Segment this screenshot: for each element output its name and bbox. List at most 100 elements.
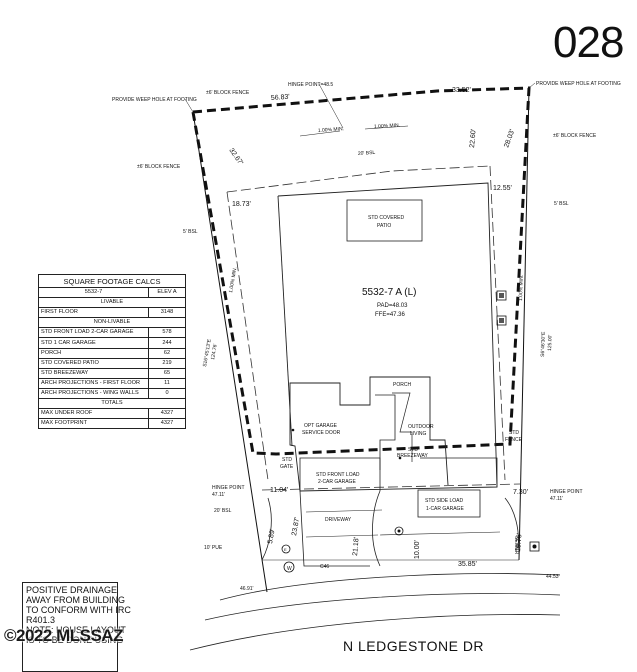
table-row: MAX UNDER ROOF 4327	[38, 408, 186, 420]
weep-label-right: PROVIDE WEEP HOLE AT FOOTING	[536, 81, 621, 87]
block-fence-label-right: ±6' BLOCK FENCE	[553, 133, 597, 139]
dim-top-left: 56.83'	[271, 94, 290, 102]
right-setback-line	[489, 165, 506, 481]
street-name: N LEDGESTONE DR	[343, 638, 485, 654]
dim-left-small: 5.89'	[267, 528, 276, 544]
corner-left-label: 46.91'	[240, 586, 254, 592]
bearing-left-1: S16°45'13"E	[202, 338, 213, 367]
sqft-title: SQUARE FOOTAGE CALCS	[38, 274, 186, 288]
sqft-nonlivable-header: NON-LIVABLE	[38, 317, 186, 329]
table-row: FIRST FLOOR 3148	[38, 307, 186, 319]
lot-line-left	[192, 111, 268, 593]
dim-drive-3: 10.00'	[414, 540, 421, 559]
breezeway-label-2: BREEZEWAY	[397, 453, 429, 459]
sqft-livable-header: LIVABLE	[38, 297, 186, 309]
water-meter-label: W	[287, 566, 292, 572]
dim-drive-4: 35.85'	[458, 561, 477, 568]
water-meter-icon	[283, 561, 295, 573]
curve-label: C46	[320, 564, 329, 570]
front-bsl-label: 20' BSL	[214, 508, 232, 514]
rear-bsl-label: 20' BSL	[358, 150, 376, 157]
table-row: STD BREEZEWAY 65	[38, 367, 186, 379]
lot-line-right	[518, 87, 530, 561]
side-garage-label-2: 1-CAR GARAGE	[426, 506, 464, 512]
block-fence-label-tl: ±6' BLOCK FENCE	[206, 90, 250, 96]
hinge-left-label-2: 47.11'	[212, 492, 225, 498]
table-row: ARCH PROJECTIONS - WING WALLS 0	[38, 387, 186, 400]
driveway-label: DRIVEWAY	[325, 517, 352, 523]
outdoor-label-2: LIVING	[410, 431, 427, 437]
slope-label-1: 1.00% MIN.	[318, 126, 344, 134]
dim-drive-1: 23.87'	[291, 517, 301, 537]
slope-label-2: 1.00% MIN.	[374, 123, 400, 130]
table-row: STD FRONT LOAD 2-CAR GARAGE 578	[38, 327, 186, 339]
front-garage-label-2: 2-CAR GARAGE	[318, 479, 356, 485]
dim-front-left: 11.04'	[270, 487, 288, 494]
left-setback-line	[226, 191, 269, 481]
dim-diag-right-b: 28.03'	[503, 129, 516, 149]
ac-pad-icon-2	[496, 315, 507, 326]
sqft-plan-col: 5532-7	[38, 286, 149, 299]
elec-meter-icon	[281, 544, 291, 554]
opt-door-label-2: SERVICE DOOR	[302, 430, 341, 436]
table-row: STD COVERED PATIO 219	[38, 357, 186, 369]
front-setback-line	[261, 483, 521, 491]
porch-label: PORCH	[393, 382, 411, 388]
patio-label-1: STD COVERED	[368, 215, 405, 221]
dim-top-right: 33.52'	[452, 87, 471, 94]
ac-pad-icon	[496, 290, 507, 301]
sqft-totals-header: TOTALS	[38, 398, 186, 410]
pue-label: 10' PUE	[204, 545, 223, 551]
table-row: PORCH 62	[38, 347, 186, 359]
sqft-elev-col: ELEV A	[148, 286, 186, 299]
dim-front-right: 7.30'	[513, 489, 528, 496]
bearing-right-1: S6°46'30"E	[540, 331, 547, 357]
dim-rear-left: 18.73'	[232, 201, 251, 208]
front-garage-label-1: STD FRONT LOAD	[316, 472, 360, 478]
table-row: MAX FOOTPRINT 4327	[38, 418, 186, 430]
side-bsl-left-label: 5' BSL	[183, 229, 198, 235]
block-fence-label-left: ±6' BLOCK FENCE	[137, 164, 181, 170]
std-fence-label-2: FENCE	[505, 437, 523, 443]
plan-ffe: FFE=47.36	[375, 312, 406, 318]
bearing-left-2: 124.76'	[210, 343, 219, 360]
plan-pad: PAD=48.03	[377, 303, 408, 309]
dim-front-small: 19.76'	[515, 533, 524, 552]
side-bsl-right-label: 5' BSL	[554, 201, 569, 207]
dim-diag-left: 32.67'	[227, 147, 244, 166]
side-garage-label-1: STD SIDE LOAD	[425, 498, 463, 504]
covered-patio	[346, 199, 423, 242]
std-gate-label-2: GATE	[280, 464, 294, 470]
patio-label-2: PATIO	[377, 223, 391, 229]
elec-meter-label: E	[284, 547, 287, 552]
copyright-watermark: ©2022 MLSSAZ	[4, 626, 123, 645]
driveway	[299, 490, 370, 567]
sewer-tap-icon	[529, 541, 540, 552]
cleanout-icon	[394, 526, 404, 536]
breezeway-label-1: STD	[408, 447, 418, 453]
lot-number: 028	[553, 18, 624, 67]
std-gate-label-1: STD	[282, 457, 292, 463]
plan-name: 5532-7 A (L)	[362, 287, 416, 298]
hinge-right-label-2: 47.11'	[550, 496, 563, 502]
hinge-right-label-1: HINGE POINT	[550, 489, 583, 495]
side-garage-outline	[417, 489, 481, 518]
dim-diag-right-a: 22.60'	[469, 129, 478, 148]
slope-label-3: 1.00% MIN.	[228, 267, 238, 294]
weep-label-left: PROVIDE WEEP HOLE AT FOOTING	[112, 97, 197, 103]
hinge-left-label-1: HINGE POINT	[212, 485, 245, 491]
lot-boundary	[191, 86, 531, 456]
table-row: STD 1 CAR GARAGE 244	[38, 337, 186, 349]
rear-setback-line	[226, 165, 491, 193]
dim-drive-2: 21.18'	[352, 537, 361, 556]
hinge-top-label: HINGE POINT=48.5	[288, 82, 333, 88]
corner-right-label: 44.53'	[546, 574, 560, 580]
dim-rear-right: 12.55'	[493, 185, 512, 192]
slope-label-4: 1.00% MIN.	[518, 275, 525, 301]
table-row: ARCH PROJECTIONS - FIRST FLOOR 11	[38, 377, 186, 389]
house-footprint	[277, 182, 498, 492]
outdoor-label-1: OUTDOOR	[408, 424, 434, 430]
opt-door-label-1: OPT GARAGE	[304, 423, 338, 429]
bearing-right-2: 125.00'	[547, 335, 554, 351]
